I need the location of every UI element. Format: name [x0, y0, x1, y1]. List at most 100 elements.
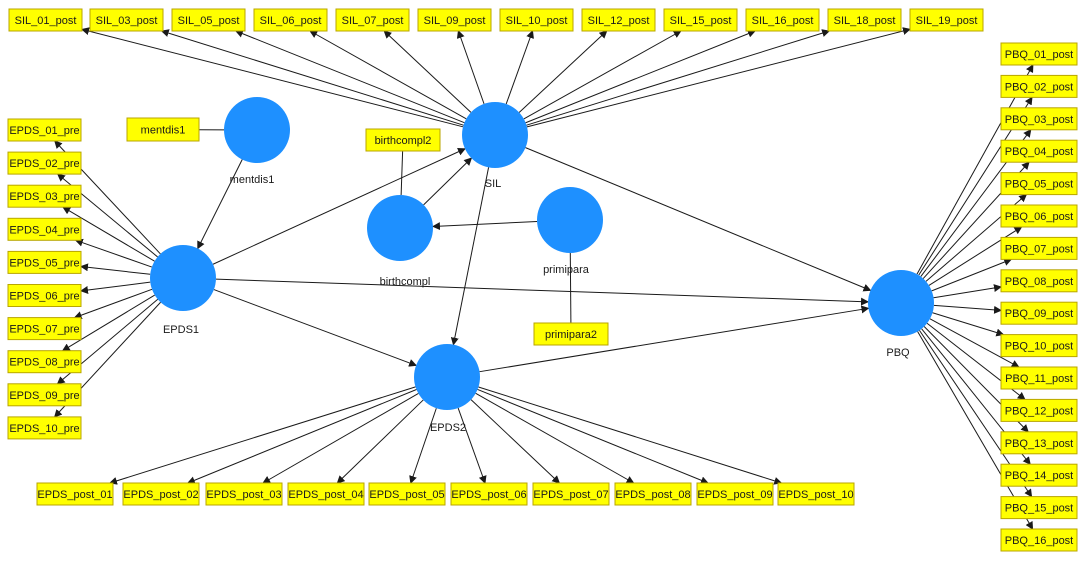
indicator-box — [1000, 107, 1078, 131]
indicator-PBQ_13_post[interactable]: PBQ_13_post — [1000, 431, 1078, 455]
indicator-EPDS_post_07[interactable]: EPDS_post_07 — [532, 482, 610, 506]
indicator-box — [36, 482, 114, 506]
indicator-EPDS_post_08[interactable]: EPDS_post_08 — [614, 482, 692, 506]
indicator-SIL_16_post[interactable]: SIL_16_post — [745, 8, 820, 32]
indicator-mentdis1_ind[interactable]: mentdis1 — [126, 117, 200, 142]
indicator-label: EPDS_08_pre — [9, 357, 79, 369]
indicator-EPDS_04_pre[interactable]: EPDS_04_pre — [7, 217, 82, 241]
indicator-EPDS_01_pre[interactable]: EPDS_01_pre — [7, 118, 82, 142]
indicator-PBQ_15_post[interactable]: PBQ_15_post — [1000, 496, 1078, 520]
latent-birthcompl-circle-icon[interactable] — [367, 195, 433, 261]
latent-SIL-circle-icon[interactable] — [462, 102, 528, 168]
indicator-PBQ_14_post[interactable]: PBQ_14_post — [1000, 463, 1078, 487]
indicator-SIL_05_post[interactable]: SIL_05_post — [171, 8, 246, 32]
edge-primipara2-to-primipara — [569, 252, 572, 324]
indicator-EPDS_05_pre[interactable]: EPDS_05_pre — [7, 250, 82, 274]
indicator-EPDS_post_04[interactable]: EPDS_post_04 — [287, 482, 365, 506]
indicator-EPDS_08_pre[interactable]: EPDS_08_pre — [7, 350, 82, 374]
indicator-SIL_03_post[interactable]: SIL_03_post — [89, 8, 164, 32]
indicator-EPDS_post_06[interactable]: EPDS_post_06 — [450, 482, 528, 506]
indicator-birthcompl2[interactable]: birthcompl2 — [365, 128, 441, 152]
indicator-label: SIL_16_post — [752, 15, 814, 27]
latent-EPDS2-label: EPDS2 — [430, 422, 466, 434]
indicator-label: SIL_05_post — [178, 15, 240, 27]
indicator-EPDS_post_02[interactable]: EPDS_post_02 — [122, 482, 200, 506]
indicator-label: SIL_07_post — [342, 15, 404, 27]
indicator-EPDS_post_01[interactable]: EPDS_post_01 — [36, 482, 114, 506]
indicator-EPDS_10_pre[interactable]: EPDS_10_pre — [7, 416, 82, 440]
indicator-SIL_18_post[interactable]: SIL_18_post — [827, 8, 902, 32]
latent-EPDS1-label: EPDS1 — [163, 324, 199, 336]
indicator-PBQ_01_post[interactable]: PBQ_01_post — [1000, 42, 1078, 66]
indicator-PBQ_10_post[interactable]: PBQ_10_post — [1000, 334, 1078, 358]
indicator-box — [909, 8, 984, 32]
indicator-label: EPDS_post_09 — [697, 489, 772, 501]
indicator-EPDS_09_pre[interactable]: EPDS_09_pre — [7, 383, 82, 407]
indicator-EPDS_02_pre[interactable]: EPDS_02_pre — [7, 151, 82, 175]
latent-SIL-label: SIL — [485, 178, 502, 190]
indicator-label: PBQ_03_post — [1005, 114, 1074, 126]
indicator-box — [696, 482, 774, 506]
indicator-SIL_10_post[interactable]: SIL_10_post — [499, 8, 574, 32]
latent-mentdis1-circle-icon[interactable] — [224, 97, 290, 163]
indicator-PBQ_09_post[interactable]: PBQ_09_post — [1000, 301, 1078, 325]
indicator-SIL_12_post[interactable]: SIL_12_post — [581, 8, 656, 32]
indicator-label: SIL_06_post — [260, 15, 322, 27]
indicator-PBQ_06_post[interactable]: PBQ_06_post — [1000, 204, 1078, 228]
indicator-label: PBQ_16_post — [1005, 535, 1074, 547]
edge-SIL-to-SIL_10_post — [505, 30, 534, 105]
indicator-box — [745, 8, 820, 32]
indicator-label: EPDS_07_pre — [9, 324, 79, 336]
indicator-box — [7, 184, 82, 208]
indicator-label: PBQ_09_post — [1005, 308, 1074, 320]
indicator-box — [205, 482, 283, 506]
indicator-box — [253, 8, 328, 32]
indicator-PBQ_12_post[interactable]: PBQ_12_post — [1000, 398, 1078, 422]
latent-PBQ-circle-icon[interactable] — [868, 270, 934, 336]
indicator-label: PBQ_15_post — [1005, 503, 1074, 515]
edge-EPDS1-to-EPDS2 — [213, 289, 418, 367]
edge-SIL-to-SIL_07_post — [383, 30, 472, 113]
indicator-EPDS_07_pre[interactable]: EPDS_07_pre — [7, 317, 82, 341]
indicator-box — [7, 151, 82, 175]
edge-primipara-to-birthcompl — [431, 221, 538, 231]
edge-SIL-to-SIL_03_post — [160, 29, 464, 126]
indicator-PBQ_08_post[interactable]: PBQ_08_post — [1000, 269, 1078, 293]
latent-EPDS1-circle-icon[interactable] — [150, 245, 216, 311]
indicator-PBQ_05_post[interactable]: PBQ_05_post — [1000, 172, 1078, 196]
indicator-SIL_19_post[interactable]: SIL_19_post — [909, 8, 984, 32]
indicator-box — [368, 482, 446, 506]
indicator-primipara2[interactable]: primipara2 — [533, 322, 609, 346]
indicator-SIL_01_post[interactable]: SIL_01_post — [8, 8, 83, 32]
indicator-PBQ_04_post[interactable]: PBQ_04_post — [1000, 139, 1078, 163]
indicator-EPDS_06_pre[interactable]: EPDS_06_pre — [7, 284, 82, 307]
indicator-box — [1000, 172, 1078, 196]
indicator-PBQ_16_post[interactable]: PBQ_16_post — [1000, 528, 1078, 552]
indicator-EPDS_03_pre[interactable]: EPDS_03_pre — [7, 184, 82, 208]
indicator-label: PBQ_10_post — [1005, 341, 1074, 353]
latent-primipara-circle-icon[interactable] — [537, 187, 603, 253]
latent-EPDS2-circle-icon[interactable] — [414, 344, 480, 410]
indicator-SIL_07_post[interactable]: SIL_07_post — [335, 8, 410, 32]
indicator-PBQ_02_post[interactable]: PBQ_02_post — [1000, 74, 1078, 98]
indicator-PBQ_07_post[interactable]: PBQ_07_post — [1000, 236, 1078, 260]
indicator-box — [335, 8, 410, 32]
indicator-SIL_15_post[interactable]: SIL_15_post — [663, 8, 738, 32]
indicator-label: birthcompl2 — [375, 135, 432, 147]
indicator-box — [663, 8, 738, 32]
indicator-SIL_06_post[interactable]: SIL_06_post — [253, 8, 328, 32]
indicator-EPDS_post_10[interactable]: EPDS_post_10 — [777, 482, 855, 506]
indicator-box — [122, 482, 200, 506]
indicator-label: SIL_10_post — [506, 15, 568, 27]
indicator-EPDS_post_05[interactable]: EPDS_post_05 — [368, 482, 446, 506]
indicator-box — [365, 128, 441, 152]
indicator-EPDS_post_09[interactable]: EPDS_post_09 — [696, 482, 774, 506]
indicator-label: PBQ_13_post — [1005, 438, 1074, 450]
indicator-box — [1000, 139, 1078, 163]
indicator-PBQ_03_post[interactable]: PBQ_03_post — [1000, 107, 1078, 131]
indicator-SIL_09_post[interactable]: SIL_09_post — [417, 8, 492, 32]
indicator-label: EPDS_01_pre — [9, 125, 79, 137]
indicator-EPDS_post_03[interactable]: EPDS_post_03 — [205, 482, 283, 506]
indicator-label: PBQ_02_post — [1005, 81, 1074, 93]
indicator-PBQ_11_post[interactable]: PBQ_11_post — [1000, 366, 1078, 390]
